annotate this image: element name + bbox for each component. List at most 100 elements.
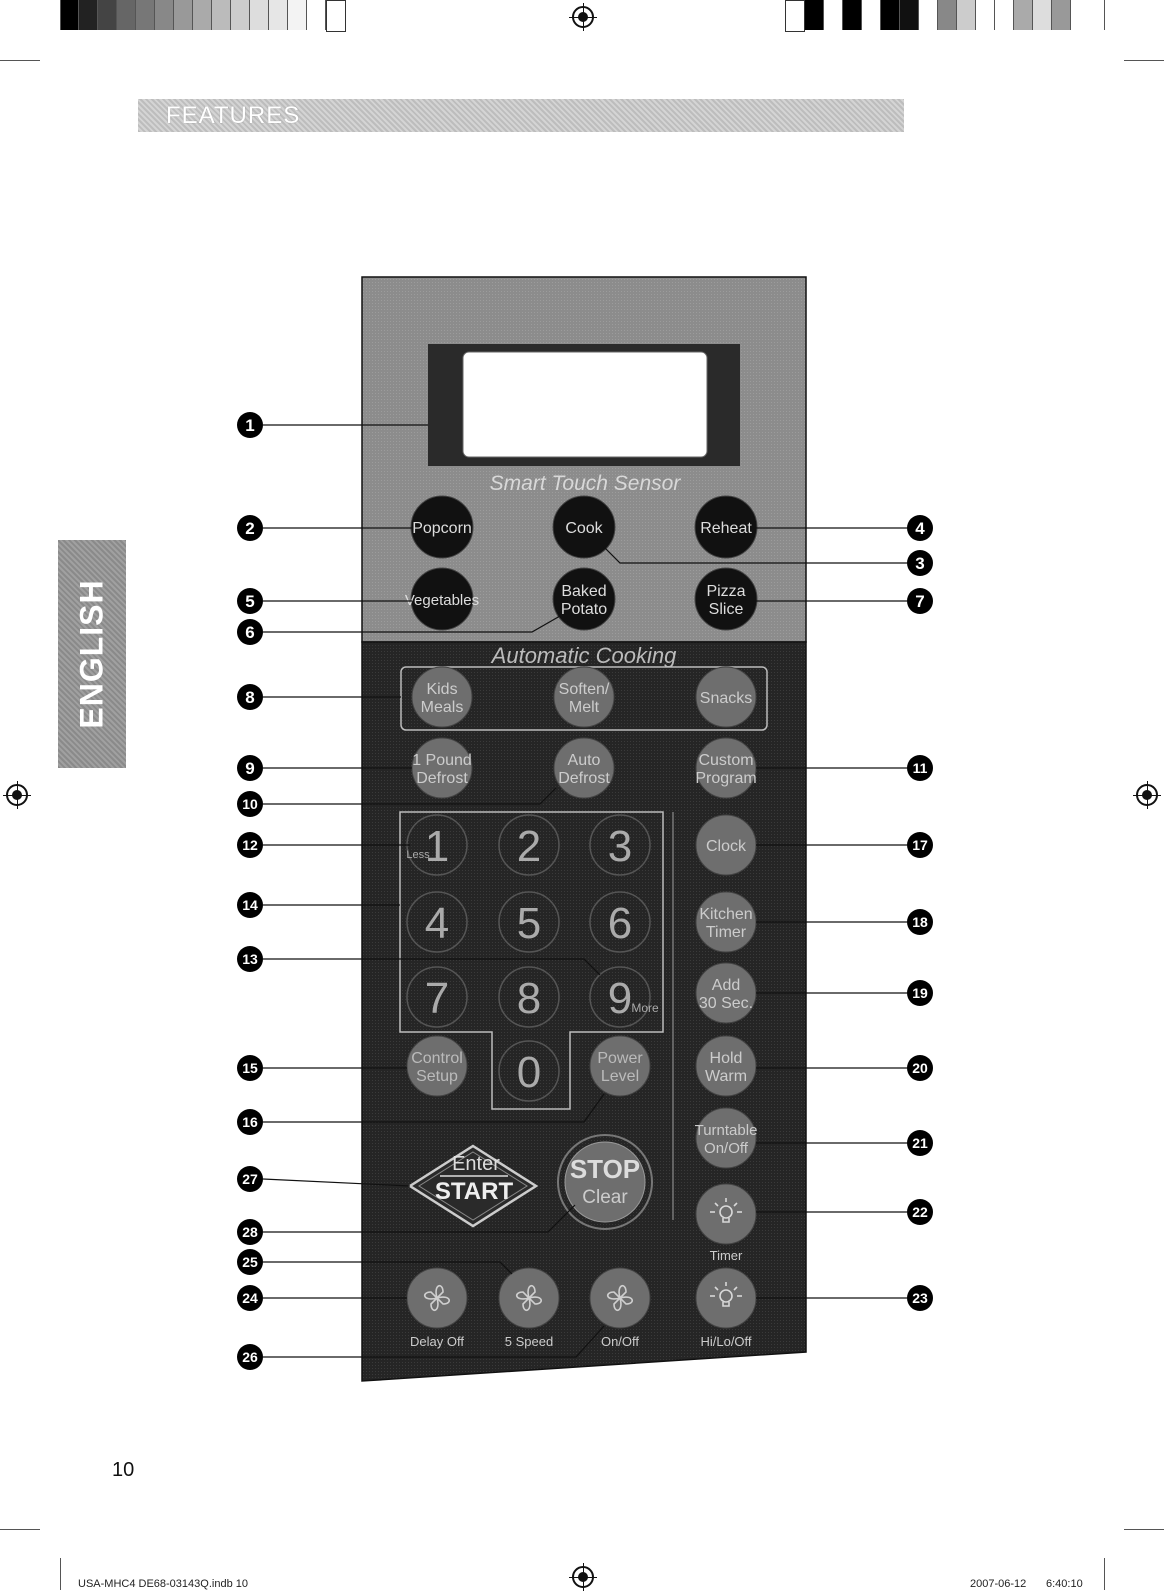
digit-label: 6: [608, 899, 632, 948]
hold-warm-button-label: Warm: [705, 1068, 747, 1085]
custom-program-button-label: Program: [695, 770, 756, 787]
vegetables-button-label: Vegetables: [405, 592, 479, 609]
registration-mark-left: [3, 781, 31, 809]
auto-defrost-button-label: Auto: [568, 752, 601, 769]
svg-text:14: 14: [242, 897, 258, 913]
callout-18: 18: [907, 909, 933, 935]
callout-13: 13: [237, 946, 263, 972]
footer-file: USA-MHC4 DE68-03143Q.indb 10: [78, 1578, 248, 1590]
callout-21: 21: [907, 1130, 933, 1156]
registration-strip-left: [60, 0, 346, 32]
svg-text:18: 18: [912, 914, 928, 930]
soften-melt-button-label: Melt: [569, 699, 600, 716]
svg-text:23: 23: [912, 1290, 928, 1306]
fan-on-off-button[interactable]: On/Off: [589, 1267, 651, 1349]
digit-three-button[interactable]: 3: [589, 814, 651, 876]
digit-five-button[interactable]: 5: [498, 891, 560, 953]
page-number: 10: [112, 1459, 135, 1481]
trim-mark: [0, 1529, 40, 1530]
digit-one-button[interactable]: 1: [406, 814, 468, 876]
timer-light-label: Timer: [710, 1248, 743, 1263]
leader-line: [263, 787, 557, 805]
reheat-button[interactable]: Reheat: [694, 495, 758, 559]
enter-label: Enter: [452, 1153, 500, 1175]
kitchen-timer-button-label: Kitchen: [699, 906, 752, 923]
cook-button[interactable]: Cook: [552, 495, 616, 559]
kids-meals-button-label: Kids: [426, 681, 457, 698]
hold-warm-button-label: Hold: [710, 1050, 743, 1067]
digit-four-button[interactable]: 4: [406, 891, 468, 953]
digit-label: 1: [425, 822, 449, 871]
digit-six-button[interactable]: 6: [589, 891, 651, 953]
light-hi-lo-off-button[interactable]: Hi/Lo/Off: [695, 1267, 757, 1349]
digit-eight-button[interactable]: 8: [498, 966, 560, 1028]
snacks-button[interactable]: Snacks: [695, 666, 757, 728]
power-level-button-label: Power: [597, 1050, 643, 1067]
leader-line: [263, 1093, 605, 1123]
digit-label: 5: [517, 899, 541, 948]
trim-mark: [60, 1558, 61, 1590]
digit-label: 0: [517, 1048, 541, 1097]
fan-row-label: Delay Off: [410, 1334, 464, 1349]
soften-melt-button[interactable]: Soften/Melt: [553, 666, 615, 728]
fan-speed-button[interactable]: 5 Speed: [498, 1267, 560, 1349]
keypad-group: [399, 811, 664, 1110]
svg-text:21: 21: [912, 1135, 928, 1151]
callout-3: 3: [907, 550, 933, 576]
callout-19: 19: [907, 980, 933, 1006]
auto-defrost-button-label: Defrost: [558, 770, 610, 787]
more-label: More: [631, 1001, 659, 1015]
trim-mark: [1124, 60, 1164, 61]
digit-label: 7: [425, 974, 449, 1023]
clock-button-label: Clock: [706, 838, 747, 855]
start-label: START: [435, 1178, 514, 1205]
digit-zero-button[interactable]: 0: [498, 1040, 560, 1102]
svg-text:11: 11: [913, 760, 928, 776]
callout-12: 12: [237, 832, 263, 858]
fan-delay-off-button[interactable]: Delay Off: [406, 1267, 468, 1349]
power-level-button-label: Level: [601, 1068, 639, 1085]
leader-line: [263, 1204, 576, 1233]
digit-label: 4: [425, 899, 449, 948]
clock-button[interactable]: Clock: [695, 814, 757, 876]
pizza-slice-button-label: Pizza: [706, 583, 745, 600]
vegetables-button[interactable]: Vegetables: [405, 567, 479, 631]
callout-25: 25: [237, 1249, 263, 1275]
digit-label: 2: [517, 822, 541, 871]
digit-two-button[interactable]: 2: [498, 814, 560, 876]
callout-16: 16: [237, 1109, 263, 1135]
timer-light-button[interactable]: Timer: [695, 1183, 757, 1263]
popcorn-button[interactable]: Popcorn: [410, 495, 474, 559]
callout-1: 1: [237, 412, 263, 438]
trim-mark: [0, 60, 40, 61]
leader-line: [263, 1261, 513, 1275]
digit-seven-button[interactable]: 7: [406, 966, 468, 1028]
callout-15: 15: [237, 1055, 263, 1081]
control-setup-button-label: Setup: [416, 1068, 458, 1085]
turntable-button-label: Turntable: [695, 1122, 758, 1139]
digit-nine-button[interactable]: 9: [589, 966, 651, 1028]
registration-strip-right: [785, 0, 1071, 32]
pizza-slice-button-label: Slice: [709, 601, 744, 618]
callout-6: 6: [237, 619, 263, 645]
auto-cooking-heading: Automatic Cooking: [490, 643, 677, 668]
svg-text:8: 8: [245, 688, 254, 707]
custom-program-button-label: Custom: [698, 752, 753, 769]
leader-line: [263, 615, 561, 633]
digit-label: 8: [517, 974, 541, 1023]
less-label: Less: [406, 849, 430, 861]
